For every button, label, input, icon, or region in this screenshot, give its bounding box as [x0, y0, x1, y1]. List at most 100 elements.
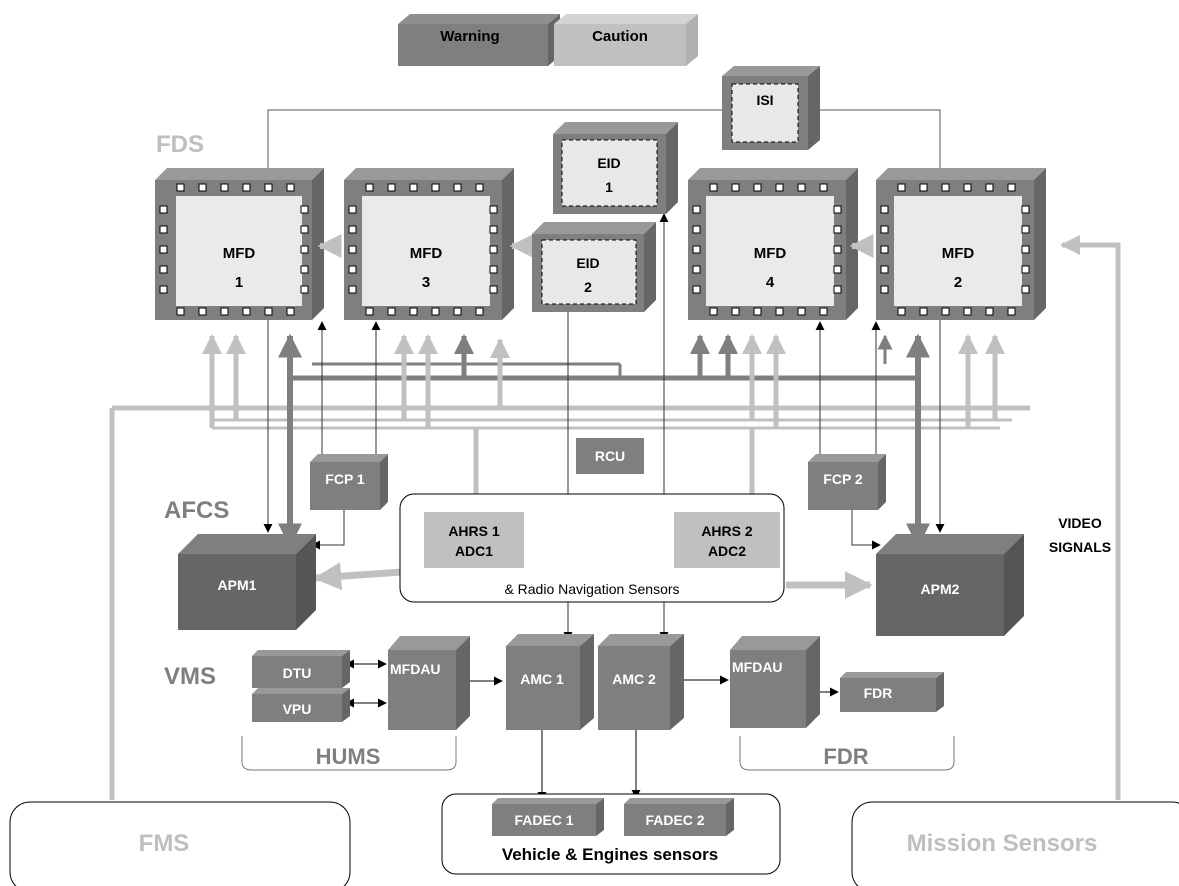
bezel-button [286, 183, 295, 192]
bezel-button [833, 205, 842, 214]
bezel-button [731, 183, 740, 192]
mfdau-left-label: MFDAU [390, 661, 441, 677]
mfd-1: MFD 1 [155, 168, 324, 320]
bezel-button [731, 307, 740, 316]
isi-label: ISI [756, 92, 773, 108]
bezel-button [709, 307, 718, 316]
bezel-button [963, 183, 972, 192]
amc-2-label: AMC 2 [612, 671, 656, 687]
bezel-button [880, 245, 889, 254]
bezel-button [1007, 307, 1016, 316]
bezel-button [198, 183, 207, 192]
mfd-bezel-buttons [159, 183, 1030, 316]
bezel-button [264, 183, 273, 192]
mfdau-right: MFDAU [730, 636, 820, 728]
mfd-2: MFD 2 [876, 168, 1046, 320]
eid-2-number: 2 [584, 279, 592, 295]
bezel-button [198, 307, 207, 316]
bezel-button [286, 307, 295, 316]
bezel-button [880, 265, 889, 274]
rcu-label: RCU [595, 448, 625, 464]
bezel-button [489, 285, 498, 294]
bezel-button [692, 285, 701, 294]
mfd-4-label: MFD [754, 245, 787, 262]
bezel-button [709, 183, 718, 192]
bezel-button [897, 183, 906, 192]
fadec-1-label: FADEC 1 [514, 812, 573, 828]
bezel-button [220, 307, 229, 316]
bezel-button [880, 285, 889, 294]
bezel-button [797, 307, 806, 316]
mfd-4-number: 4 [766, 274, 775, 291]
bezel-button [365, 183, 374, 192]
bezel-button [1021, 205, 1030, 214]
amc-2: AMC 2 [598, 634, 684, 730]
fms-label: FMS [139, 830, 190, 857]
fcp-2: FCP 2 [808, 454, 886, 510]
bezel-button [489, 205, 498, 214]
bezel-button [692, 245, 701, 254]
fds-group-label: FDS [156, 131, 204, 158]
bezel-button [1021, 285, 1030, 294]
video-signals-line2: SIGNALS [1049, 539, 1111, 555]
mfdau-right-label: MFDAU [732, 659, 783, 675]
fdr-recorder-label: FDR [864, 685, 893, 701]
bezel-button [409, 307, 418, 316]
bezel-button [475, 183, 484, 192]
bezel-button [300, 245, 309, 254]
bezel-button [692, 225, 701, 234]
bezel-button [963, 307, 972, 316]
bezel-button [833, 265, 842, 274]
mfd-3-label: MFD [410, 245, 443, 262]
radio-navigation-label: & Radio Navigation Sensors [504, 581, 679, 597]
mfd-2-number: 2 [954, 274, 962, 291]
bezel-button [941, 183, 950, 192]
bezel-button [692, 265, 701, 274]
ahrs-1-label: AHRS 1 [448, 523, 500, 539]
bezel-button [692, 205, 701, 214]
apm-2: APM2 [876, 534, 1024, 636]
apm-1-label: APM1 [218, 577, 257, 593]
bezel-button [365, 307, 374, 316]
apm-2-label: APM2 [921, 581, 960, 597]
bezel-button [242, 307, 251, 316]
fms-box: FMS [9, 801, 351, 886]
bezel-button [1021, 245, 1030, 254]
bezel-button [300, 265, 309, 274]
bezel-button [880, 225, 889, 234]
vehicle-sensors-label: Vehicle & Engines sensors [502, 845, 718, 864]
adc-1-label: ADC1 [455, 543, 493, 559]
bezel-button [176, 307, 185, 316]
bezel-button [348, 225, 357, 234]
fdr-recorder: FDR [840, 672, 944, 712]
bezel-button [753, 183, 762, 192]
bezel-button [833, 225, 842, 234]
eid-2-label: EID [576, 255, 599, 271]
radio-navigation-sensors: AHRS 1 ADC1 AHRS 2 ADC2 & Radio Navigati… [399, 493, 785, 603]
mfd-4: MFD 4 [688, 168, 858, 320]
legend-warning-label: Warning [440, 28, 499, 45]
bezel-button [220, 183, 229, 192]
bezel-button [489, 245, 498, 254]
bezel-button [919, 307, 928, 316]
bezel-button [159, 245, 168, 254]
mfd-1-number: 1 [235, 274, 243, 291]
bezel-button [159, 225, 168, 234]
fcp-1: FCP 1 [310, 454, 388, 510]
adc-2-label: ADC2 [708, 543, 746, 559]
bezel-button [833, 285, 842, 294]
vpu-box: VPU [252, 688, 350, 722]
bezel-button [300, 285, 309, 294]
bezel-button [1007, 183, 1016, 192]
bezel-button [453, 307, 462, 316]
bezel-button [985, 307, 994, 316]
bezel-button [387, 183, 396, 192]
legend-caution: Caution [554, 14, 698, 66]
mfdau-left: MFDAU [388, 636, 470, 730]
bezel-button [348, 205, 357, 214]
bezel-button [753, 307, 762, 316]
bezel-button [300, 205, 309, 214]
video-signals-line1: VIDEO [1058, 515, 1102, 531]
apm-1: APM1 [178, 534, 316, 630]
